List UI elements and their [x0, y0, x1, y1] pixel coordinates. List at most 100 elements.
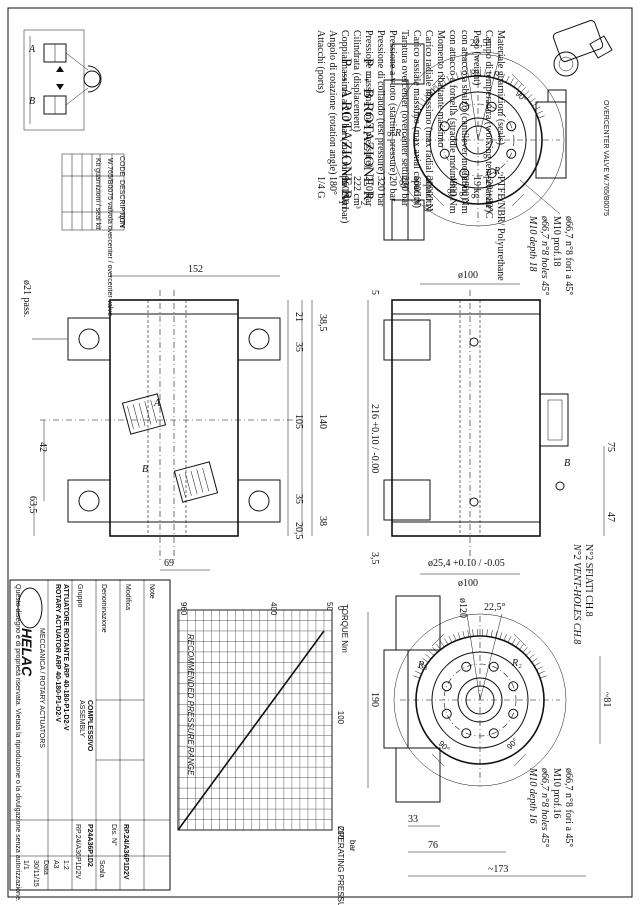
scale-tick [525, 650, 532, 656]
label-date: Data [42, 860, 49, 875]
desc-en: ROTARY ACTUATOR ARP 40-180-P1-D2-V [54, 584, 61, 723]
main-body-view: B A 152 21 35 105 35 20,5 38,5 140 38 ø2… [21, 264, 328, 571]
scale-tick [536, 666, 543, 671]
scale-tick [520, 87, 526, 93]
dim-63-5: 63,5 [27, 496, 38, 514]
spec-label: Attacchi (ports) [315, 30, 326, 93]
bolt-hole [506, 148, 517, 159]
scale-tick [467, 630, 470, 638]
chart-band-label: RECOMMENDED PRESSURE RANGE [186, 634, 195, 776]
legend-row-1: W.765/B0075 valvola overcenter / overcen… [106, 158, 113, 316]
spec-value: 4800 Nm [447, 176, 458, 214]
rotation-line-1: P → A ROTAZIONE R₁ [338, 58, 354, 205]
bolt-hole [488, 728, 499, 739]
chart-series-line [177, 630, 325, 831]
scale-tick [419, 662, 426, 667]
spec-value: 180° [327, 176, 338, 195]
scale-tick [534, 662, 541, 667]
scale-tick [515, 640, 520, 648]
bolt-hole [441, 681, 452, 692]
scale-tick [442, 78, 447, 85]
scale-tick [495, 631, 498, 638]
scale-tick [517, 83, 522, 90]
scale-tick [457, 632, 461, 640]
legend-head-desc: DESCRIPTION [118, 180, 125, 228]
scale-tick [465, 70, 468, 78]
scale-tick [534, 106, 541, 111]
svg-text:ø66,7 n°8 holes 45°: ø66,7 n°8 holes 45° [539, 215, 550, 295]
spec-label: Pressione di collaudo (test pressure) [375, 30, 386, 174]
scale-tick [423, 94, 430, 100]
scale-tick [451, 74, 455, 81]
rotation-line-2: P → B ROTAZIONE R₂ [360, 58, 376, 206]
port-a-main: A [153, 398, 161, 409]
dim-5: 5 [369, 290, 380, 295]
dim-81: ~81 [601, 692, 612, 707]
dim-76: 76 [428, 840, 438, 851]
scale-tick [426, 90, 433, 96]
scale-tick [453, 634, 457, 641]
scale-tick [434, 83, 439, 90]
port-b-label: B [29, 96, 35, 107]
dim-190: 190 [369, 692, 380, 707]
scale-tick [503, 634, 507, 641]
dim-21-pass: ø21 pass. [21, 280, 32, 317]
spec-value: 960 Nm [339, 176, 350, 209]
angle-90-b: 90° [514, 89, 529, 104]
spec-label: con attacco a forcella (straddle mountin… [447, 30, 458, 197]
spec-value: 1/4 G [315, 176, 326, 199]
legend-table: CODE DESCRIPTION QTY W.765/B0075 valvola… [61, 153, 125, 316]
scale-tick [460, 71, 463, 78]
spec-value: 19 kg [471, 176, 482, 199]
label-note: Note [148, 584, 155, 599]
scale-tick [413, 675, 420, 679]
scale-tick [532, 102, 539, 107]
bolt-hole [508, 708, 519, 719]
dim-105: 105 [293, 414, 304, 429]
spec-value: 6000 N [411, 176, 422, 206]
scale-tick [413, 110, 420, 115]
bolt-hole [486, 168, 497, 179]
spec-label: Peso (weight) [471, 30, 482, 85]
bolt-hole [506, 121, 517, 132]
svg-text:M10 prof.18: M10 prof.18 [551, 216, 562, 267]
dim-33: 33 [408, 814, 418, 825]
scale-tick [415, 670, 422, 675]
port-b-main: B [142, 464, 148, 475]
scale-tick [526, 94, 533, 100]
desc-it: ATTUATORE ROTANTE ARP 40-180-P1-D2-V [62, 584, 69, 731]
chart-y-tick: 400 [269, 602, 278, 616]
dim-120: ø120 [457, 598, 468, 618]
format: A3 [52, 860, 59, 869]
dim-35-b: 35 [293, 494, 304, 504]
spec-label: Coppia massima a 210 bar (max torque 210… [339, 30, 350, 223]
scale-tick [531, 658, 538, 663]
label-mod: Modifica [124, 584, 131, 610]
bolt-hole [486, 101, 497, 112]
spec-value: -20/+80°C [483, 176, 494, 219]
dim-100-bottom: ø100 [458, 578, 478, 589]
company-logo-text: HELAC [19, 628, 35, 677]
scale-tick [488, 70, 491, 78]
scale-tick [486, 629, 488, 637]
dim-216: 216 +0.10 / -0.00 [369, 404, 380, 473]
scale-tick [444, 638, 449, 645]
sheet-no: 1/1 [22, 860, 29, 870]
copyright: Questo disegno è di proprietà riservata.… [14, 584, 21, 902]
scale-tick [536, 110, 543, 115]
angle-22-5-bottom: 22,5° [484, 602, 506, 613]
scale-tick [538, 670, 545, 675]
spec-value: 210 bar [363, 176, 374, 207]
chart-x-tick: 210 [336, 826, 345, 840]
scale-tick [523, 90, 530, 96]
scale-tick [428, 650, 435, 656]
scale-tick [415, 106, 422, 111]
vent-note-2: N°2 VENT-HOLES CH.8 [571, 543, 582, 644]
scale-tick [440, 640, 445, 648]
spec-value: 230 bar [399, 176, 410, 207]
chart-frame [177, 609, 333, 831]
dim-35-a: 35 [293, 342, 304, 352]
scale-tick [472, 629, 474, 637]
